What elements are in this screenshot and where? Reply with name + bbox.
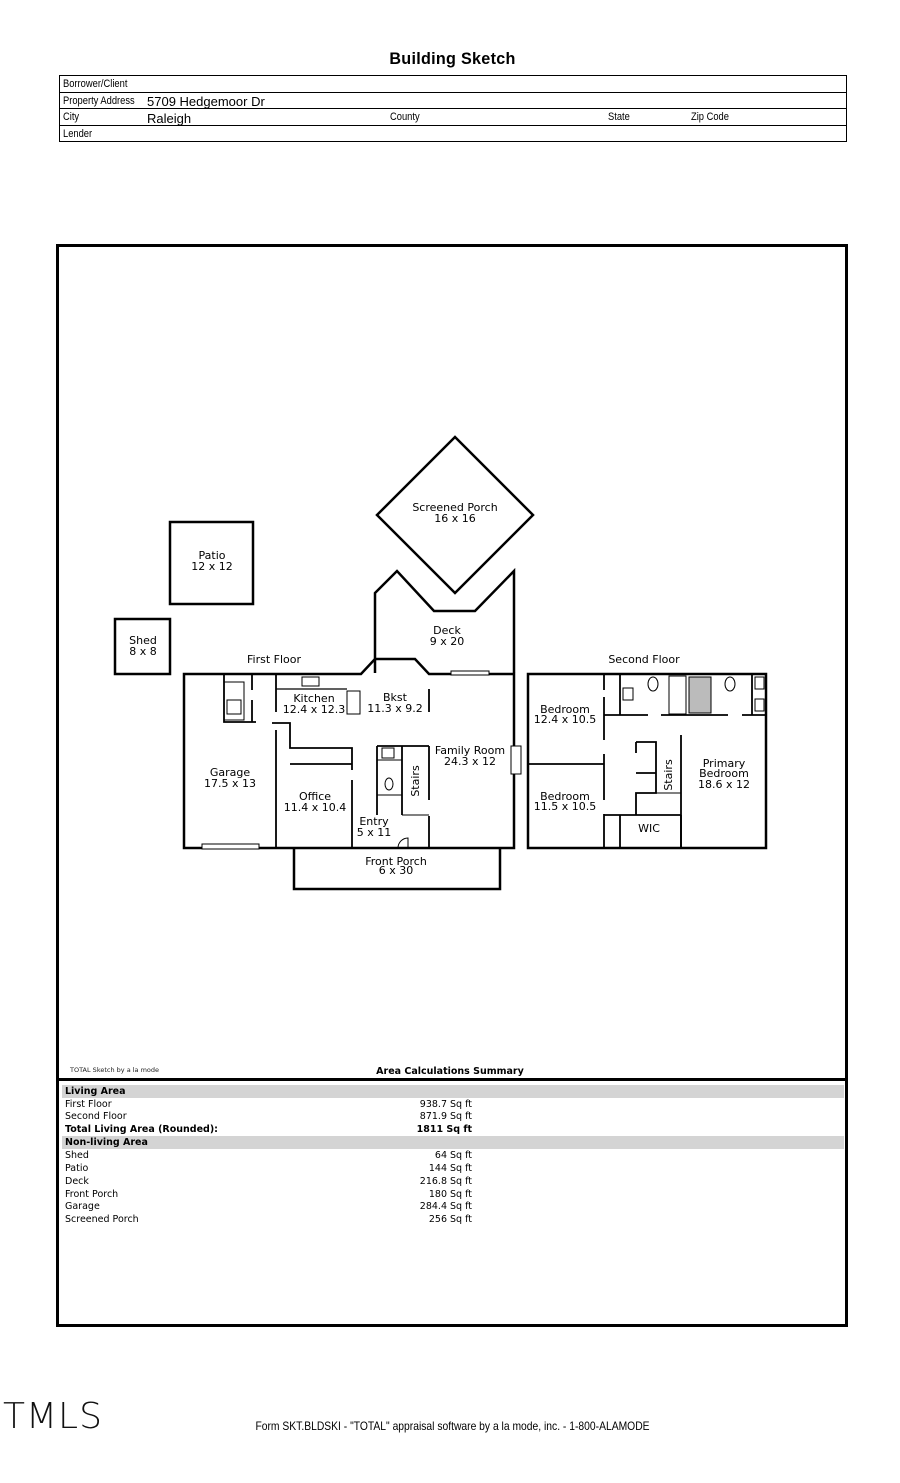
patio-name: Patio — [199, 549, 226, 562]
entry-dims: 5 x 11 — [357, 826, 392, 839]
city-value: Raleigh — [147, 111, 192, 126]
shed-name: Shed — [129, 634, 157, 647]
floor-plan-sketch: Screened Porch 16 x 16 Patio 12 x 12 She… — [113, 435, 768, 891]
summary-row: Front Porch 180 Sq ft — [65, 1189, 472, 1200]
entry-name: Entry — [359, 815, 389, 828]
page-title: Building Sketch — [389, 49, 516, 68]
city-row: City Raleigh County State Zip Code — [60, 109, 846, 126]
tmls-logo: TMLS — [3, 1396, 103, 1437]
primary-bedroom-name-2: Bedroom — [699, 767, 749, 780]
address-label: Property Address — [63, 94, 135, 107]
summary-row: Screened Porch 256 Sq ft — [65, 1214, 472, 1225]
address-value: 5709 Hedgemoor Dr — [147, 93, 265, 109]
screened-porch-shape — [375, 435, 535, 595]
summary-row: Garage 284.4 Sq ft — [65, 1201, 472, 1212]
summary-title: Area Calculations Summary — [376, 1066, 524, 1077]
family-room-dims: 24.3 x 12 — [444, 755, 496, 768]
second-floor-outline — [526, 672, 768, 850]
total-living-row: Total Living Area (Rounded): 1811 Sq ft — [65, 1124, 472, 1135]
first-floor-label: First Floor — [247, 653, 301, 666]
bedroom-2-name: Bedroom — [540, 790, 590, 803]
patio-dims: 12 x 12 — [191, 560, 233, 573]
shed-dims: 8 x 8 — [129, 645, 157, 658]
property-info-table: Borrower/Client Property Address 5709 He… — [59, 75, 847, 142]
shed-shape — [113, 617, 172, 676]
borrower-row: Borrower/Client — [60, 76, 846, 93]
city-label: City — [63, 111, 80, 123]
screened-porch-dims: 16 x 16 — [434, 512, 476, 525]
deck-dims: 9 x 20 — [430, 635, 465, 648]
sketch-credit: TOTAL Sketch by a la mode — [70, 1066, 160, 1074]
front-porch-shape — [292, 848, 502, 891]
borrower-label: Borrower/Client — [63, 78, 128, 90]
county-label: County — [390, 111, 420, 123]
form-footer: Form SKT.BLDSKI - "TOTAL" appraisal soft… — [255, 1419, 650, 1433]
stairs-first-label: Stairs — [409, 765, 422, 797]
summary-row: Deck 216.8 Sq ft — [65, 1176, 472, 1187]
garage-name: Garage — [210, 766, 251, 779]
family-room-name: Family Room — [435, 744, 505, 757]
sketch-frame — [56, 244, 848, 1327]
garage-dims: 17.5 x 13 — [204, 777, 256, 790]
bedroom-1-dims: 12.4 x 10.5 — [534, 713, 597, 726]
bkst-name: Bkst — [383, 691, 408, 704]
front-porch-dims: 6 x 30 — [379, 864, 414, 877]
lender-row: Lender — [60, 126, 846, 143]
summary-row: Patio 144 Sq ft — [65, 1163, 472, 1174]
second-floor-label: Second Floor — [608, 653, 680, 666]
bedroom-2-dims: 11.5 x 10.5 — [534, 800, 597, 813]
deck-name: Deck — [433, 624, 461, 637]
lender-label: Lender — [63, 127, 93, 140]
living-area-header: Living Area — [62, 1085, 844, 1098]
bedroom-1-name: Bedroom — [540, 703, 590, 716]
kitchen-dims: 12.4 x 12.3 — [283, 703, 346, 716]
office-dims: 11.4 x 10.4 — [284, 801, 347, 814]
bkst-dims: 11.3 x 9.2 — [367, 702, 423, 715]
zip-label: Zip Code — [691, 111, 729, 123]
kitchen-name: Kitchen — [293, 692, 334, 705]
summary-divider — [56, 1078, 848, 1081]
stairs-second-label: Stairs — [662, 759, 675, 791]
summary-row: Shed 64 Sq ft — [65, 1150, 472, 1161]
primary-bedroom-dims: 18.6 x 12 — [698, 778, 750, 791]
patio-shape — [168, 520, 255, 606]
summary-row: Second Floor 871.9 Sq ft — [65, 1111, 472, 1122]
wic-label: WIC — [638, 822, 660, 835]
address-row: Property Address 5709 Hedgemoor Dr — [60, 93, 846, 109]
office-name: Office — [299, 790, 331, 803]
non-living-area-header: Non-living Area — [62, 1136, 844, 1149]
front-porch-name: Front Porch — [365, 855, 427, 868]
state-label: State — [608, 111, 630, 123]
screened-porch-name: Screened Porch — [412, 501, 497, 514]
primary-bedroom-name-1: Primary — [703, 757, 746, 770]
summary-row: First Floor 938.7 Sq ft — [65, 1099, 472, 1110]
deck-shape — [373, 567, 516, 673]
